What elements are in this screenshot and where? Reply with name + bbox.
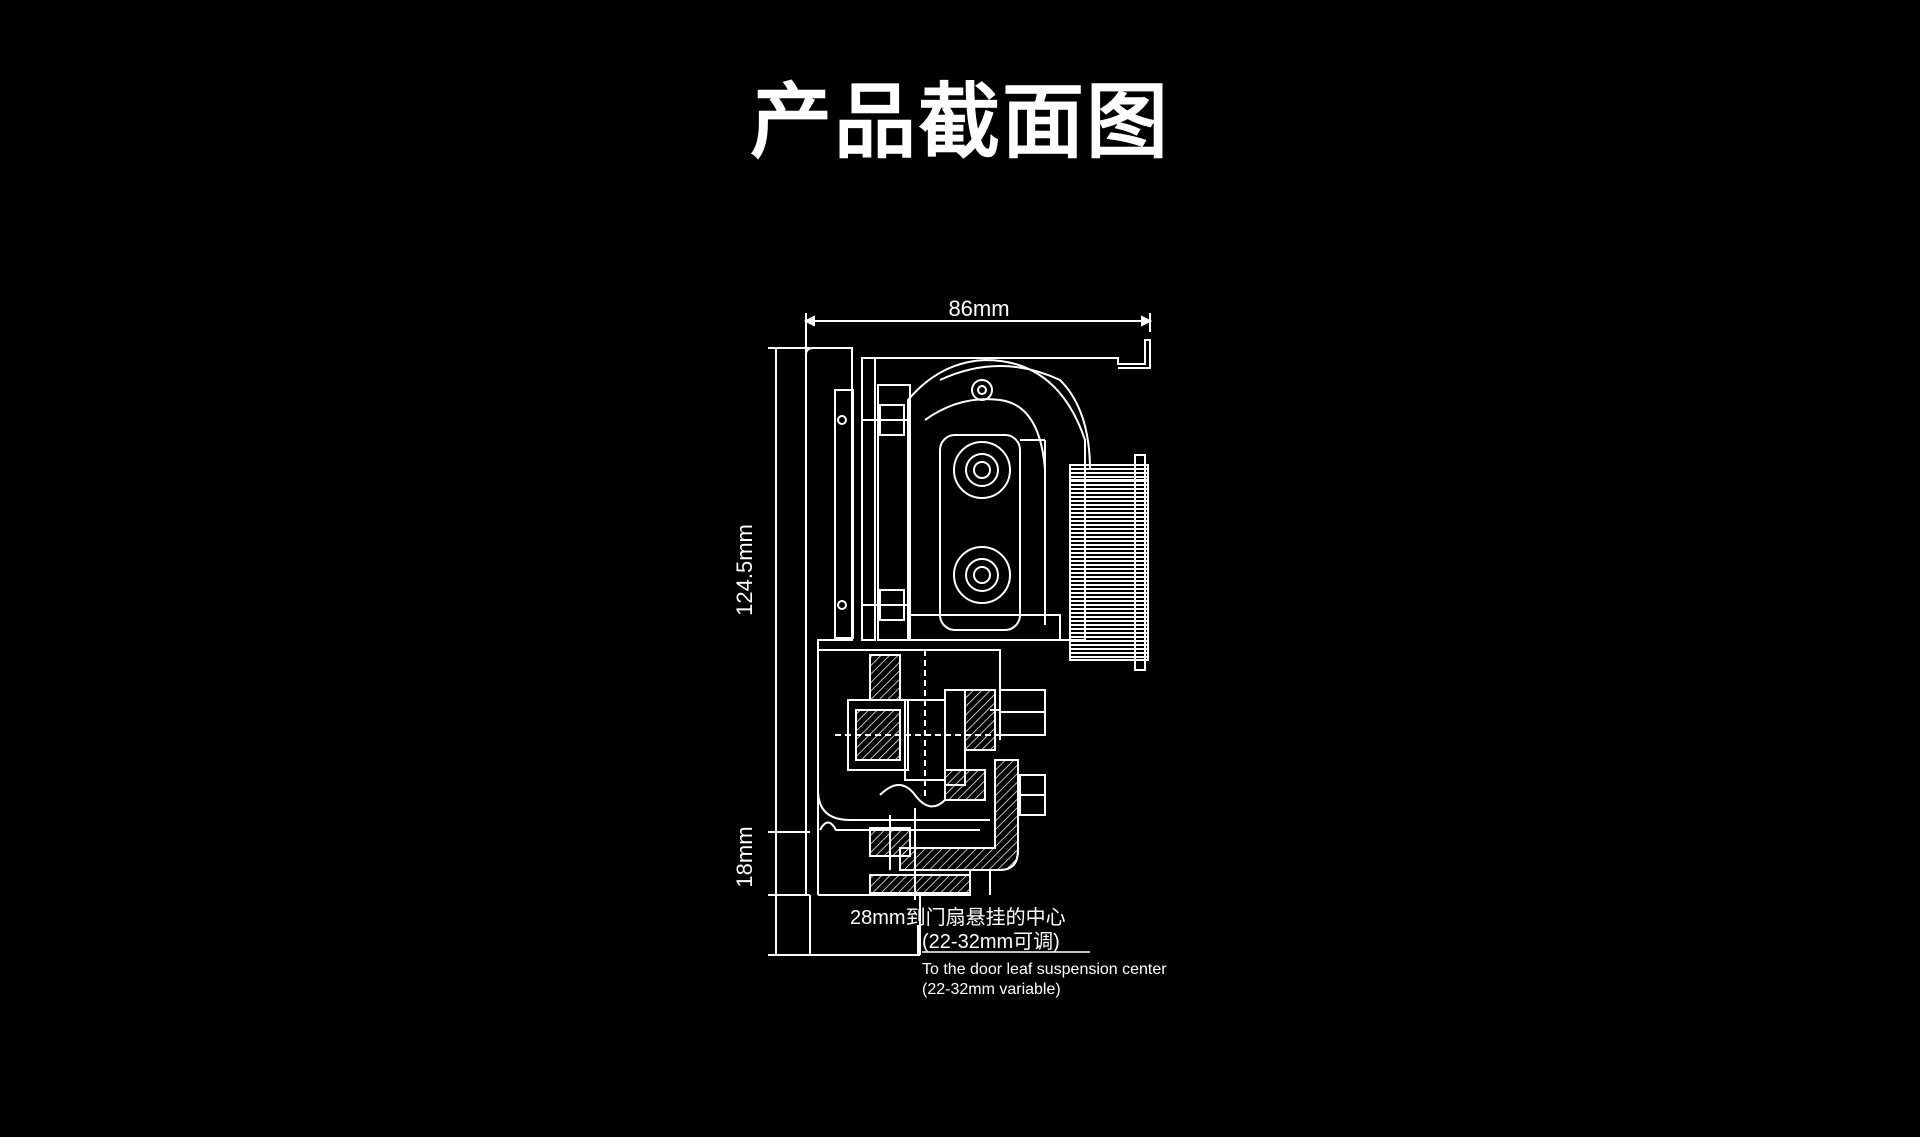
bottom-dim-label: 18mm: [732, 826, 757, 887]
offset-dim-cn: 28mm到门扇悬挂的中心: [850, 906, 1066, 929]
motor-housing: [907, 358, 1086, 641]
profile-outline: [805, 339, 1151, 895]
offset-range-en: (22-32mm variable): [922, 981, 1061, 998]
offset-range-cn: (22-32mm可调): [922, 930, 1060, 953]
width-dim-label: 86mm: [948, 296, 1009, 321]
page-title: 产品截面图: [749, 75, 1170, 170]
offset-dim-en: To the door leaf suspension center: [922, 961, 1167, 978]
height-dim-label: 124.5mm: [732, 524, 757, 616]
toothed-pulley: [1069, 464, 1149, 661]
